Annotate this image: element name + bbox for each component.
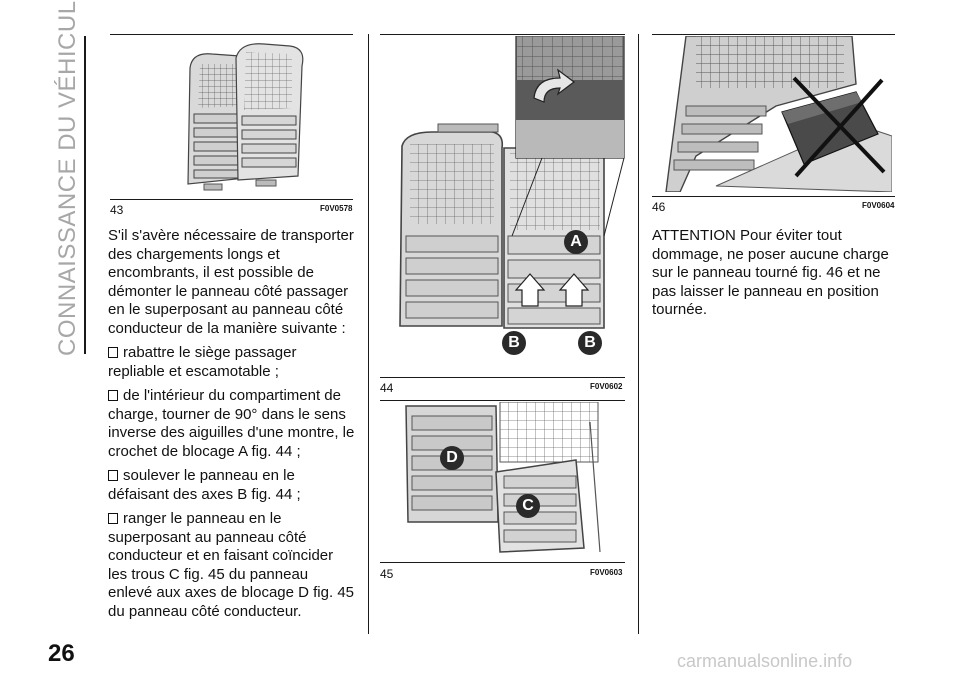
figure-46-number: 46 xyxy=(652,200,666,214)
intro-paragraph: S'il s'avère nécessaire de transporter d… xyxy=(108,227,354,337)
callout-d-label: D xyxy=(446,449,458,466)
callout-b-label: B xyxy=(508,334,520,351)
figure-45-code: F0V0603 xyxy=(590,568,623,577)
checkbox-bullet-icon xyxy=(108,390,118,401)
figure-45-number: 45 xyxy=(380,567,394,581)
checkbox-bullet-icon xyxy=(108,347,118,358)
step-item: rabattre le siège passager repliable et … xyxy=(108,344,356,381)
body-text-column-1: S'il s'avère nécessaire de transporter d… xyxy=(108,227,356,627)
figure-caption-rule xyxy=(110,199,353,200)
step-item: soulever le panneau en le défaisant des … xyxy=(108,467,356,504)
figure-43-number: 43 xyxy=(110,203,124,217)
figure-44-code: F0V0602 xyxy=(590,382,623,391)
figure-top-rule xyxy=(110,34,353,35)
step-item: de l'intérieur du compartiment de charge… xyxy=(108,387,356,461)
figure-caption-rule xyxy=(380,562,625,563)
figure-46-code: F0V0604 xyxy=(862,201,895,210)
section-title: CONNAISSANCE DU VÉHICULE xyxy=(54,0,81,356)
figure-44-image xyxy=(399,36,625,329)
page-number: 26 xyxy=(48,640,75,667)
callout-d-badge: D xyxy=(440,446,464,470)
step-text: ranger le panneau en le superposant au p… xyxy=(108,510,354,620)
body-text-column-3: ATTENTION Pour éviter tout dommage, ne p… xyxy=(652,227,900,326)
callout-b-badge: B xyxy=(578,331,602,355)
figure-43-code: F0V0578 xyxy=(320,204,353,213)
step-text: de l'intérieur du compartiment de charge… xyxy=(108,387,355,460)
figure-top-rule xyxy=(380,400,625,401)
figure-top-rule xyxy=(380,34,625,35)
watermark: carmanualsonline.info xyxy=(677,651,853,671)
callout-b-label: B xyxy=(584,334,596,351)
callout-c-label: C xyxy=(522,497,534,514)
callout-c-badge: C xyxy=(516,494,540,518)
checkbox-bullet-icon xyxy=(108,513,118,524)
figure-caption-rule xyxy=(380,377,625,378)
warning-paragraph: ATTENTION Pour éviter tout dommage, ne p… xyxy=(652,227,889,318)
step-item: ranger le panneau en le superposant au p… xyxy=(108,510,356,621)
column-divider-left xyxy=(368,34,369,634)
figure-46-image xyxy=(665,36,892,192)
section-divider xyxy=(84,36,86,354)
figure-45-image xyxy=(405,402,601,553)
step-text: soulever le panneau en le défaisant des … xyxy=(108,467,301,503)
figure-top-rule xyxy=(652,34,895,35)
figure-caption-rule xyxy=(652,196,895,197)
figure-44-number: 44 xyxy=(380,381,394,395)
callout-b-badge: B xyxy=(502,331,526,355)
checkbox-bullet-icon xyxy=(108,470,118,481)
callout-a-badge: A xyxy=(564,230,588,254)
step-text: rabattre le siège passager repliable et … xyxy=(108,344,297,380)
callout-a-label: A xyxy=(570,233,582,250)
column-divider-right xyxy=(638,34,639,634)
figure-43-image xyxy=(187,43,304,191)
